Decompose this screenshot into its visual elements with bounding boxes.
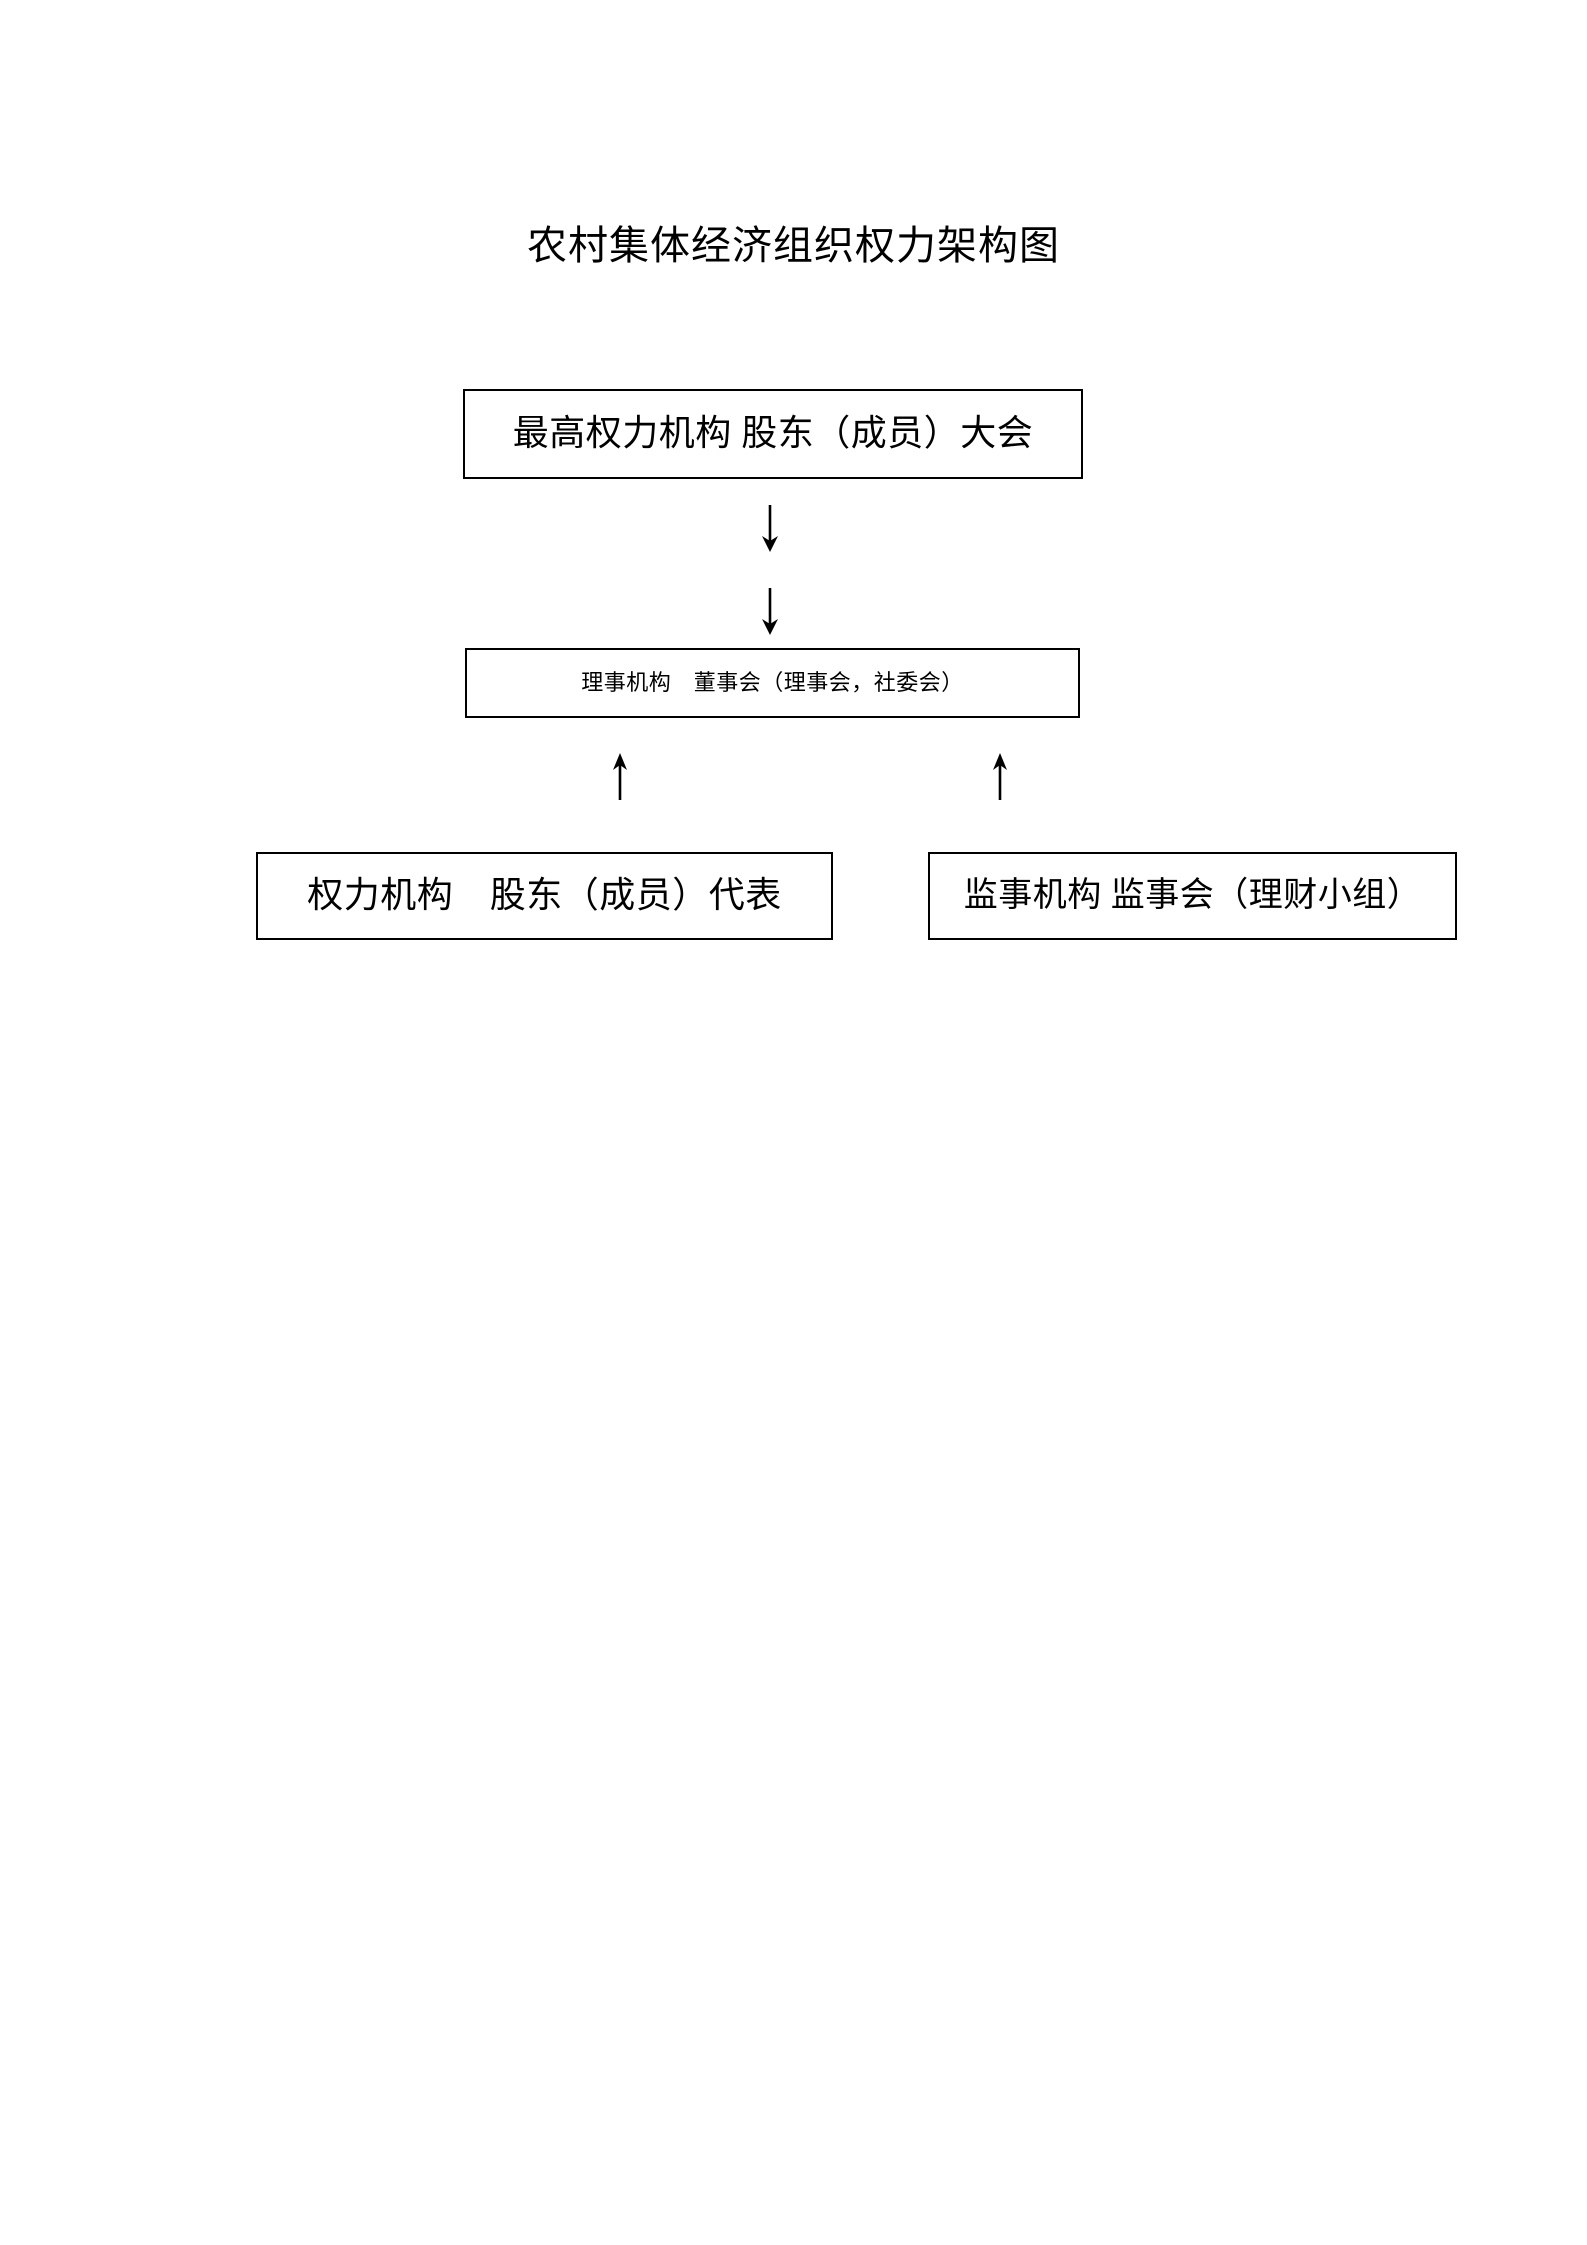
node-board-of-directors-label: 理事机构 董事会（理事会，社委会） <box>581 669 964 695</box>
node-supervisory-organ: 监事机构 监事会（理财小组） <box>928 852 1457 940</box>
page-title: 农村集体经济组织权力架构图 <box>527 222 1060 268</box>
node-supreme-authority-label: 最高权力机构 股东（成员）大会 <box>512 413 1034 454</box>
arrow-up-icon <box>602 752 638 800</box>
node-board-of-directors: 理事机构 董事会（理事会，社委会） <box>465 648 1080 718</box>
node-supervisory-organ-label: 监事机构 监事会（理财小组） <box>963 876 1422 914</box>
node-power-organ-label: 权力机构 股东（成员）代表 <box>307 875 782 916</box>
arrow-up-icon <box>982 752 1018 800</box>
arrow-down-icon <box>752 588 788 636</box>
arrow-down-icon <box>752 505 788 553</box>
node-power-organ: 权力机构 股东（成员）代表 <box>256 852 833 940</box>
node-supreme-authority: 最高权力机构 股东（成员）大会 <box>463 389 1083 479</box>
